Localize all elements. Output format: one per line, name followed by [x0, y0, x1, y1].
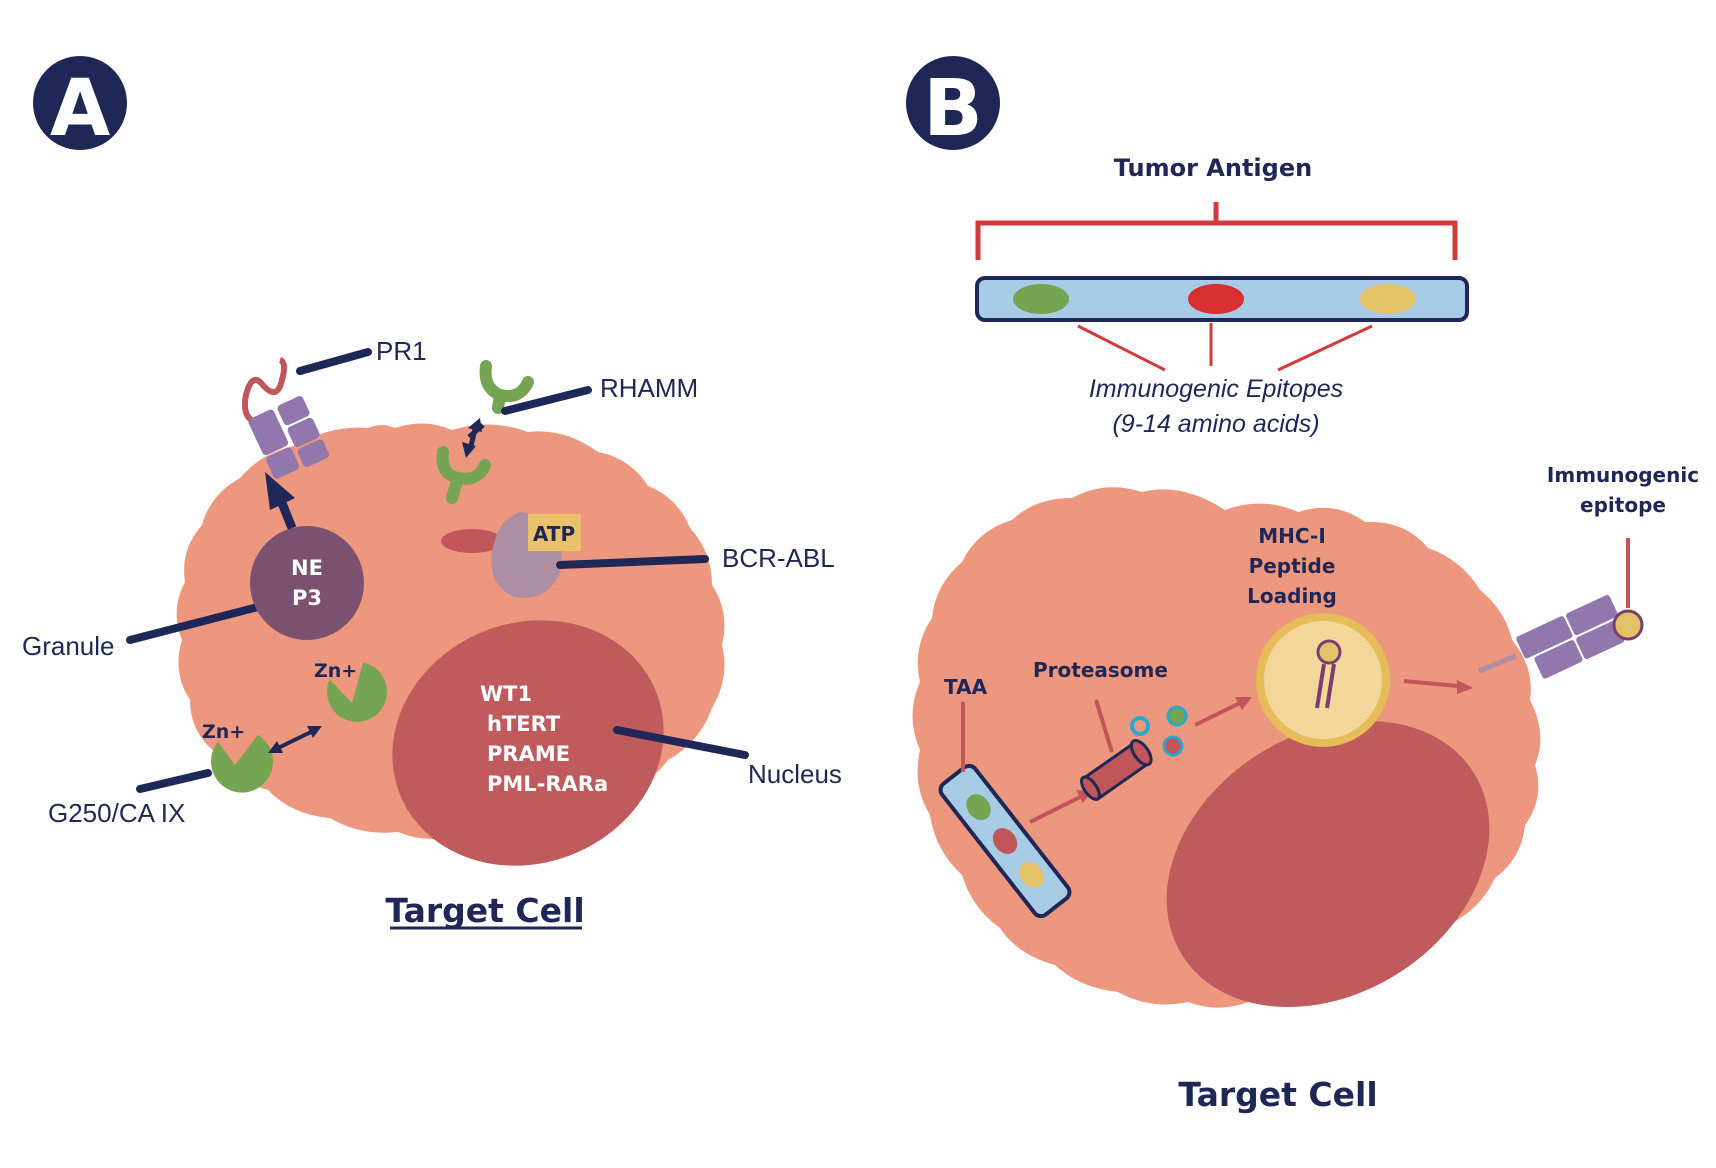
pr1-block-1	[248, 409, 289, 456]
surface-mhc	[1516, 595, 1625, 679]
atp-box	[528, 514, 581, 551]
surface-mhc-block-1	[1516, 616, 1573, 659]
surface-mhc-block-4	[1576, 620, 1625, 660]
bcr-abl-substrate	[441, 529, 503, 553]
arrow-mhc-surface-head	[1457, 680, 1473, 694]
arrow-taa-proteasome	[1029, 794, 1083, 824]
mhc-molecule-left	[1315, 663, 1326, 709]
epitope-line-right	[1277, 324, 1373, 372]
label-mhc-line1: MHC-I	[1258, 524, 1326, 548]
panel-b: B Tumor Antigen Immunogenic Epitopes (9-…	[906, 56, 1699, 1114]
granule-p3: P3	[292, 586, 322, 610]
epitope-green	[1013, 284, 1069, 314]
label-proteasome: Proteasome	[1033, 658, 1168, 682]
taa-epitope-yellow	[1019, 861, 1044, 888]
zn-arrow-head-1	[307, 726, 322, 738]
proteasome	[1079, 738, 1153, 801]
arrow-peptides-mhc-head	[1235, 697, 1252, 710]
zn-enzyme-bottom	[211, 735, 274, 793]
zn-double-arrow	[275, 728, 316, 751]
label-nucleus: Nucleus	[748, 759, 842, 789]
label-tumor-antigen: Tumor Antigen	[1114, 154, 1312, 182]
label-granule: Granule	[22, 631, 115, 661]
label-mhc-line3: Loading	[1247, 584, 1337, 608]
antigen-prame: PRAME	[487, 742, 570, 766]
pr1-peptide-loop	[242, 357, 288, 428]
nucleus-b	[1166, 720, 1490, 1008]
rhamm-arrow-head-up	[468, 418, 482, 432]
pr1-pointer	[296, 348, 372, 375]
badge-a-circle	[33, 56, 127, 150]
badge-b-circle	[906, 56, 1000, 150]
peptide-green	[1166, 705, 1188, 727]
taa-epitope-green	[966, 794, 991, 821]
epitope-line-left	[1077, 324, 1166, 372]
taa-epitope-red	[992, 828, 1018, 854]
surface-mhc-block-3	[1534, 640, 1583, 679]
proteasome-cap-right	[1129, 738, 1153, 767]
epitope-yellow	[1360, 284, 1416, 314]
badge-b: B	[923, 64, 982, 154]
proteasome-pointer	[1094, 699, 1114, 753]
label-epitopes-sub: (9-14 amino acids)	[1112, 410, 1319, 438]
antigen-htert: hTERT	[487, 712, 561, 736]
label-pr1: PR1	[376, 336, 427, 366]
label-atp: ATP	[533, 522, 575, 546]
rhamm-arrow-head-down	[462, 442, 476, 458]
label-g250: G250/CA IX	[48, 798, 185, 828]
bcr-abl-pointer	[556, 555, 709, 569]
label-epitopes-title: Immunogenic Epitopes	[1089, 375, 1343, 403]
caption-a: Target Cell	[385, 891, 584, 930]
pr1-block-2	[277, 396, 310, 426]
arrow-peptides-mhc	[1194, 701, 1241, 727]
granule	[250, 526, 364, 640]
nucleus-a	[392, 620, 664, 866]
antigen-pml-rara: PML-RARa	[487, 772, 608, 796]
label-bcr-abl: BCR-ABL	[722, 543, 835, 573]
peptide-cyan	[1130, 716, 1150, 736]
label-zn-bottom: Zn+	[202, 721, 245, 743]
taa-bar	[938, 763, 1072, 919]
mhc-peptide	[1316, 639, 1342, 665]
zn-arrow-head-2	[268, 741, 283, 753]
label-epitope-line1: Immunogenic	[1547, 463, 1699, 487]
surface-mhc-stalk	[1478, 653, 1517, 674]
label-rhamm: RHAMM	[600, 373, 698, 403]
nucleus-pointer	[613, 726, 749, 759]
zn-enzyme-top	[326, 662, 387, 722]
surface-mhc-block-2	[1566, 595, 1618, 636]
antigen-bracket	[975, 220, 1458, 260]
rhamm-receptor-bottom	[436, 446, 491, 504]
pr1-receptor	[242, 357, 329, 479]
label-epitope-line2: epitope	[1580, 493, 1666, 517]
label-taa: TAA	[944, 675, 988, 699]
antigen-wt1: WT1	[480, 682, 532, 706]
proteasome-cap-left	[1079, 775, 1101, 801]
granule-pointer	[126, 602, 266, 644]
rhamm-receptor-top	[479, 360, 534, 414]
mhc-molecule-right	[1325, 663, 1336, 709]
label-mhc-line2: Peptide	[1249, 554, 1336, 578]
pr1-block-3	[287, 417, 320, 447]
label-zn-top: Zn+	[314, 660, 357, 682]
pr1-block-5	[297, 439, 329, 467]
g250-pointer	[136, 769, 212, 793]
granule-arrow-head	[265, 472, 295, 510]
surface-epitope	[1612, 609, 1644, 641]
badge-a: A	[50, 64, 110, 154]
panel-a: A WT1 hTERT PRAME PML-RARa Nucleus NE P3…	[22, 56, 842, 930]
peptide-red	[1162, 735, 1184, 757]
pr1-block-4	[266, 447, 300, 479]
arrow-mhc-surface	[1403, 679, 1459, 688]
caption-b: Target Cell	[1178, 1075, 1377, 1114]
epitope-red	[1188, 284, 1244, 314]
rhamm-pointer	[501, 386, 592, 415]
granule-ne: NE	[291, 556, 323, 580]
